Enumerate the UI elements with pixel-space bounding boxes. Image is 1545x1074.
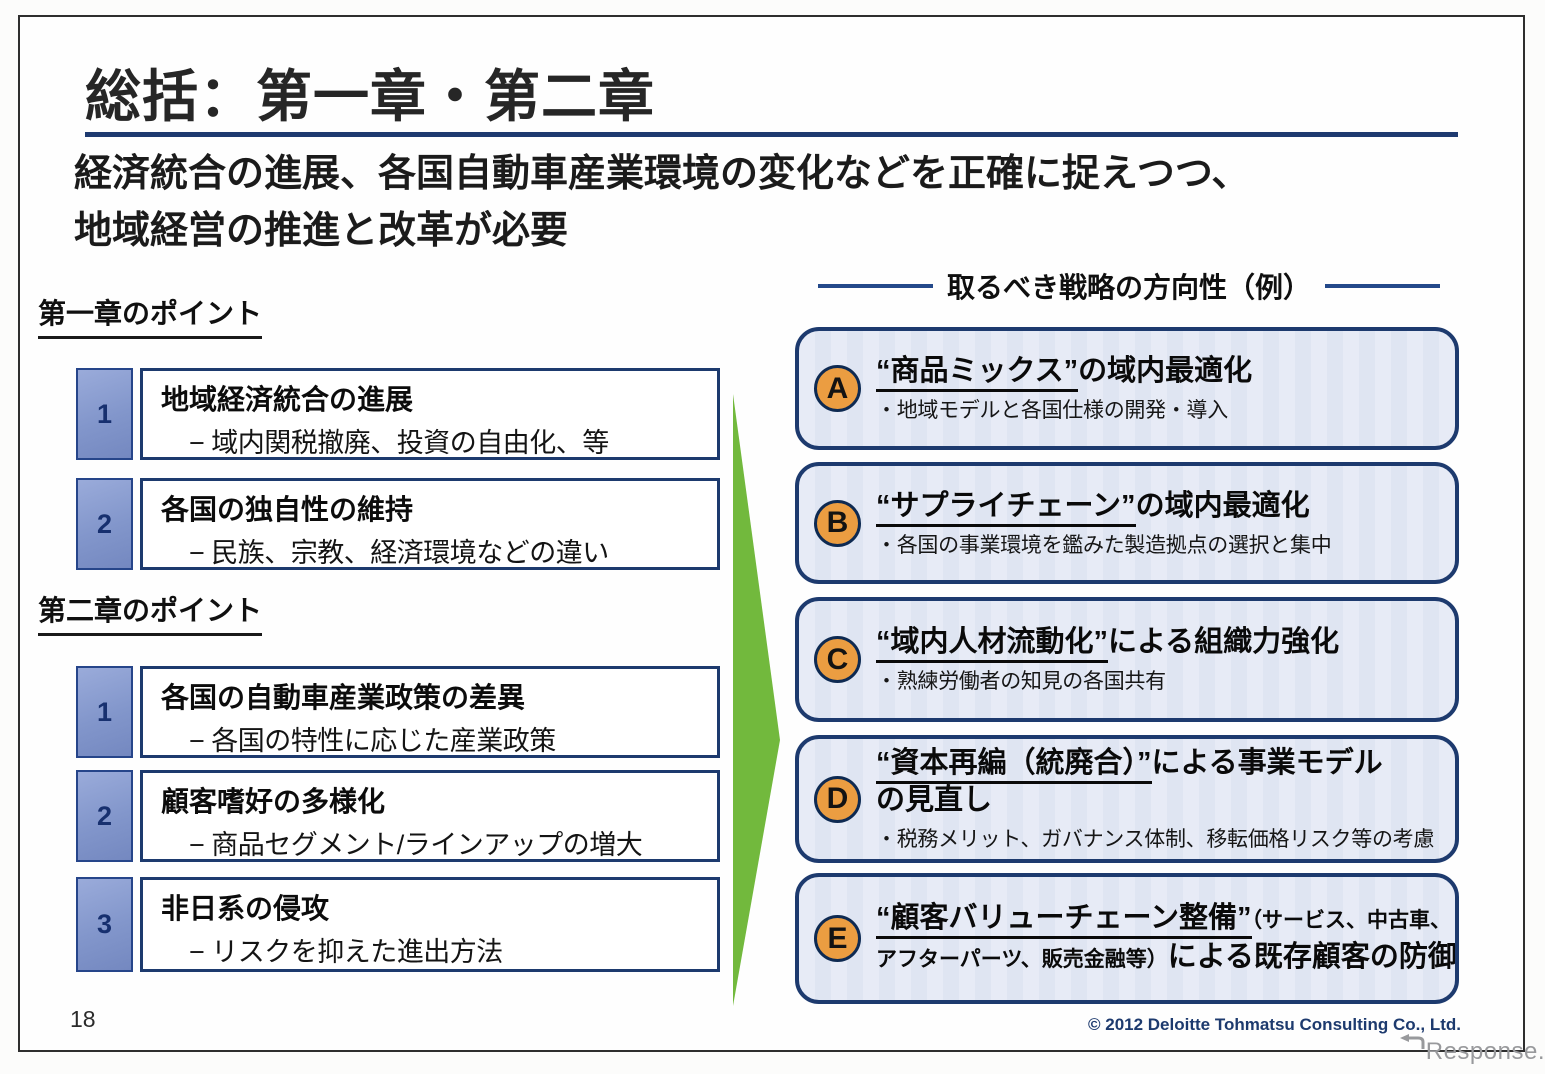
card-title-rest: の域内最適化 [1135,489,1310,522]
page-title: 総括：第一章・第二章 [85,65,655,128]
card-bullet: ・税務メリット、ガバナンス体制、移転価格リスク等の考慮 [876,828,1435,851]
card-title-rest: の域内最適化 [1078,355,1253,387]
strategy-card-a: A “商品ミックス”の域内最適化 ・地域モデルと各国仕様の開発・導入 [795,327,1459,450]
page-number: 18 [70,1006,96,1032]
chapter2-point-row: 3 非日系の侵攻 − リスクを抑えた進出方法 [76,877,720,972]
card-title: “商品ミックス”の域内最適化 [876,353,1447,392]
card-body: “サプライチェーン”の域内最適化 ・各国の事業環境を鑑みた製造拠点の選択と集中 [876,488,1447,559]
flow-arrow-icon [733,394,780,1006]
card-title-quoted: “顧客バリューチェーン整備” [876,901,1252,939]
chapter1-point-row: 1 地域経済統合の進展 − 域内関税撤廃、投資の自由化、等 [76,368,720,460]
chapter2-point-row: 1 各国の自動車産業政策の差異 − 各国の特性に応じた産業政策 [76,666,720,758]
point-box: 顧客嗜好の多様化 − 商品セグメント/ラインアップの増大 [140,770,720,862]
strategy-card-b: B “サプライチェーン”の域内最適化 ・各国の事業環境を鑑みた製造拠点の選択と集… [795,462,1459,584]
point-subtext: − リスクを抑えた進出方法 [189,937,503,967]
point-number-badge: 2 [76,478,133,570]
point-title: 顧客嗜好の多様化 [161,786,386,817]
chapter2-point-row: 2 顧客嗜好の多様化 − 商品セグメント/ラインアップの増大 [76,770,720,862]
header-right-rule [1325,284,1441,288]
card-letter-badge: D [814,775,861,823]
subtitle-line-1: 経済統合の進展、各国自動車産業環境の変化などを正確に捉えつつ、 [74,153,1250,195]
card-title-line2: の見直し [876,784,993,816]
point-number-badge: 3 [76,877,133,972]
card-title-quoted: “商品ミックス” [876,355,1079,392]
card-title-rest: による既存顧客の防御 [1167,940,1457,973]
strategy-card-d: D “資本再編（統廃合）”による事業モデル の見直し ・税務メリット、ガバナンス… [795,735,1459,863]
point-number-badge: 1 [76,666,133,758]
card-title: “顧客バリューチェーン整備”（サービス、中古車、 [876,900,1455,939]
strategy-header: 取るべき戦略の方向性（例） [818,266,1441,306]
point-number-badge: 1 [76,368,133,460]
point-title: 非日系の侵攻 [161,893,330,924]
chapter1-heading: 第一章のポイント [38,292,263,339]
subtitle-line-2: 地域経営の推進と改革が必要 [74,210,569,252]
point-subtext: − 域内関税撤廃、投資の自由化、等 [189,428,609,458]
card-letter-badge: C [814,636,861,683]
card-letter-badge: A [814,365,861,412]
slide-subtitle: 経済統合の進展、各国自動車産業環境の変化などを正確に捉えつつ、 地域経営の推進と… [74,146,1249,260]
card-title-line2: アフターパーツ、販売金融等）による既存顧客の防御 [876,939,1457,978]
card-title-quoted: “域内人材流動化” [876,626,1109,663]
card-title: “資本再編（統廃合）”による事業モデル [876,745,1447,784]
point-box: 各国の独自性の維持 − 民族、宗教、経済環境などの違い [140,478,720,570]
strategy-card-c: C “域内人材流動化”による組織力強化 ・熟練労働者の知見の各国共有 [795,597,1459,722]
header-left-rule [818,284,933,288]
card-title-rest: による事業モデル [1151,747,1383,779]
point-subtext: − 各国の特性に応じた産業政策 [189,726,556,756]
card-title: “域内人材流動化”による組織力強化 [876,624,1447,663]
strategy-card-e: E “顧客バリューチェーン整備”（サービス、中古車、 アフターパーツ、販売金融等… [795,873,1459,1004]
point-title: 各国の自動車産業政策の差異 [161,682,526,713]
strategy-header-label: 取るべき戦略の方向性（例） [947,272,1312,303]
card-body: “資本再編（統廃合）”による事業モデル の見直し ・税務メリット、ガバナンス体制… [876,745,1447,853]
card-title-rest: による組織力強化 [1108,626,1340,658]
card-bullet: ・熟練労働者の知見の各国共有 [876,670,1166,693]
card-body: “顧客バリューチェーン整備”（サービス、中古車、 アフターパーツ、販売金融等）に… [876,900,1457,978]
point-box: 地域経済統合の進展 − 域内関税撤廃、投資の自由化、等 [140,368,720,460]
point-title: 地域経済統合の進展 [161,384,414,415]
point-number-badge: 2 [76,770,133,862]
card-title-small: アフターパーツ、販売金融等） [876,947,1168,971]
copyright-notice: © 2012 Deloitte Tohmatsu Consulting Co.,… [1087,1015,1461,1034]
point-box: 非日系の侵攻 − リスクを抑えた進出方法 [140,877,720,972]
card-title-quoted: “サプライチェーン” [876,489,1136,527]
card-title: “サプライチェーン”の域内最適化 [876,488,1447,527]
watermark-arrow-icon [1399,1034,1425,1049]
card-bullet: ・各国の事業環境を鑑みた製造拠点の選択と集中 [876,533,1332,557]
point-title: 各国の独自性の維持 [161,494,414,525]
card-body: “商品ミックス”の域内最適化 ・地域モデルと各国仕様の開発・導入 [876,353,1447,424]
card-letter-badge: B [814,499,861,547]
watermark-text: Response. [1425,1038,1545,1065]
card-body: “域内人材流動化”による組織力強化 ・熟練労働者の知見の各国共有 [876,624,1447,695]
chapter2-heading: 第二章のポイント [38,589,263,636]
point-box: 各国の自動車産業政策の差異 − 各国の特性に応じた産業政策 [140,666,720,758]
card-letter-badge: E [814,915,861,962]
card-bullet: ・地域モデルと各国仕様の開発・導入 [876,399,1228,422]
card-title-small: （サービス、中古車、 [1251,908,1452,932]
chapter1-point-row: 2 各国の独自性の維持 − 民族、宗教、経済環境などの違い [76,478,720,570]
point-subtext: − 民族、宗教、経済環境などの違い [189,538,609,568]
card-title-quoted: “資本再編（統廃合）” [876,747,1152,784]
response-watermark: Response. [1399,1034,1545,1066]
point-subtext: − 商品セグメント/ラインアップの増大 [189,830,643,860]
title-underline [85,132,1458,137]
